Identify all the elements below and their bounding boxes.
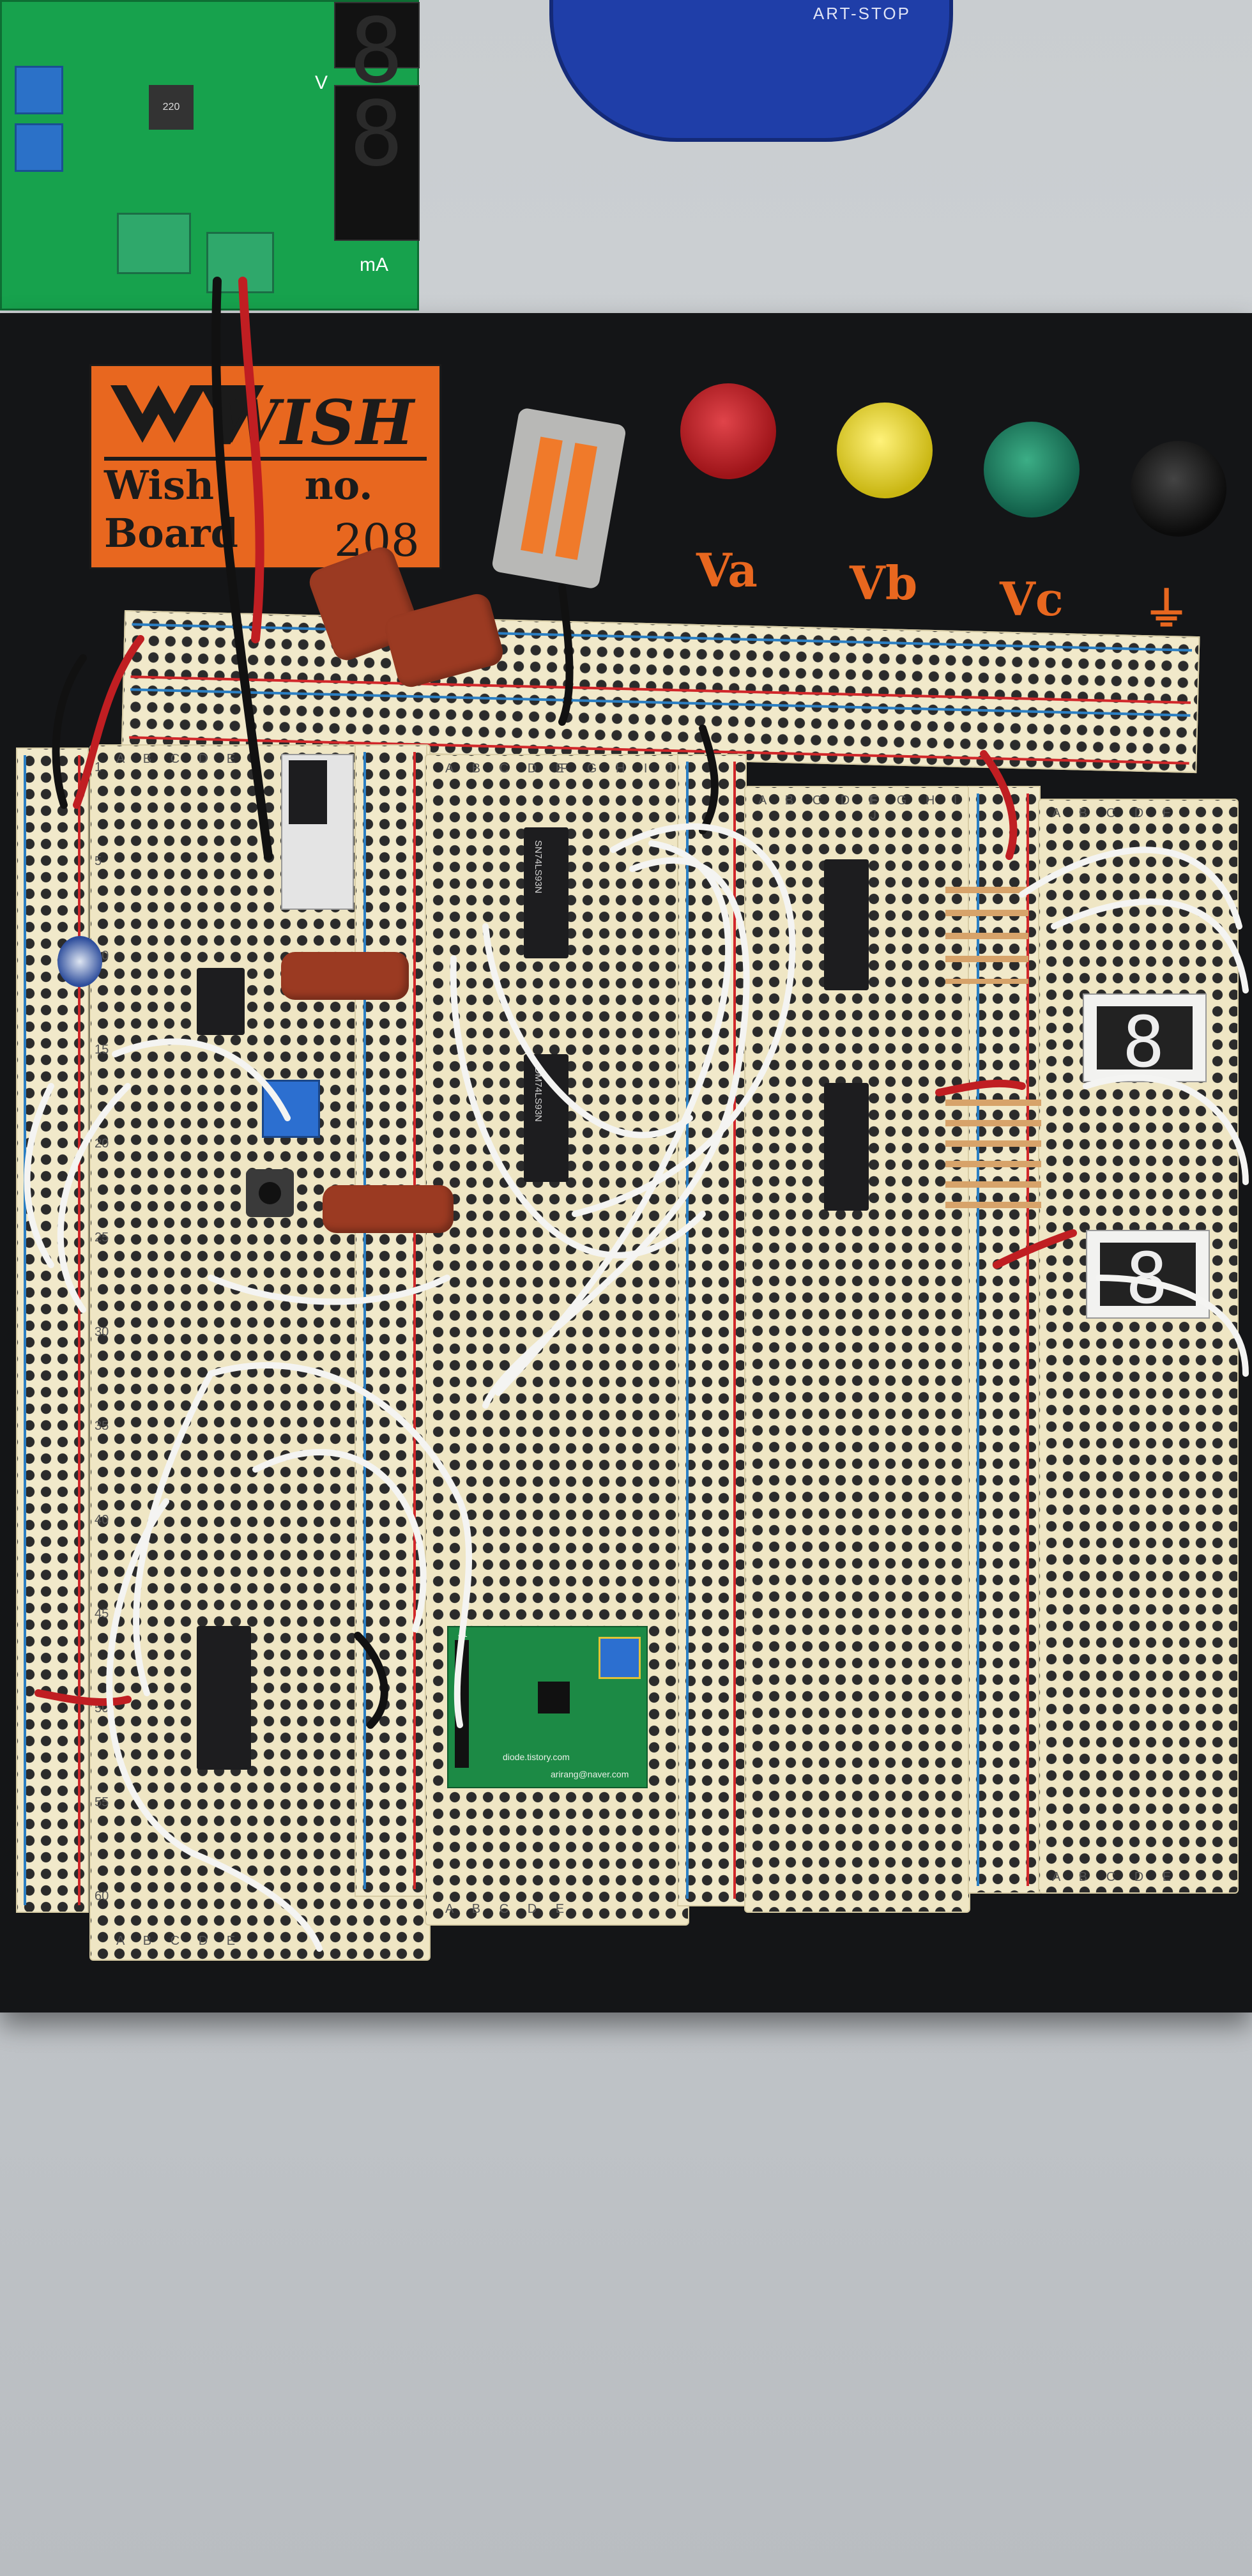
binding-post-va[interactable] — [680, 383, 776, 479]
binding-post-vb[interactable] — [837, 402, 933, 498]
ic-sn74ls93n: SN74LS93N — [524, 827, 569, 958]
inductor-label: 220 — [162, 102, 180, 112]
row-number-column: 1 5 10 15 20 25 30 35 40 45 50 55 60 — [95, 760, 114, 1904]
brand-text: WISH — [210, 387, 415, 459]
rail-line-blue — [363, 752, 366, 1889]
rail-line-blue — [686, 762, 689, 1899]
row-number: 45 — [95, 1607, 109, 1621]
column-labels-bottom: A B C D E — [1052, 1870, 1179, 1884]
film-capacitor — [281, 952, 409, 1000]
potentiometer — [15, 123, 63, 172]
column-labels-right: F G H I J — [870, 793, 965, 822]
seven-segment-display: 8 — [1083, 993, 1207, 1083]
post-label-vc: Vc — [1000, 572, 1064, 626]
resistor-bank — [945, 1089, 1041, 1214]
pcb-text-1: diode.tistory.com — [503, 1752, 570, 1762]
spool-label: ART-STOP — [813, 4, 911, 23]
binding-post-vc[interactable] — [984, 422, 1080, 518]
inductor: 220 — [149, 85, 194, 130]
voltage-regulator — [281, 754, 354, 910]
pcb-trimmer — [599, 1637, 641, 1679]
row-number: 60 — [95, 1889, 109, 1903]
resistor-bank — [945, 875, 1028, 984]
logo-no-text: no. — [304, 462, 373, 509]
terminal-strip-4: A B C D E A B C D E — [1038, 799, 1239, 1894]
rail-line-red — [733, 762, 736, 1899]
row-number: 25 — [95, 1230, 109, 1245]
logo-line-1: Wish no. — [104, 462, 373, 509]
push-button-cap[interactable] — [259, 1182, 281, 1204]
row-number: 15 — [95, 1042, 109, 1057]
wire-spool: ART-STOP — [549, 0, 953, 142]
post-label-va: Va — [696, 543, 758, 597]
row-number: 5 — [95, 854, 102, 869]
unit-v-label: V — [315, 72, 328, 93]
ic-label: SN74LS93N — [533, 840, 544, 894]
pcb-text-2: arirang@naver.com — [551, 1769, 629, 1779]
push-button[interactable] — [246, 1169, 294, 1217]
logo-wish-text: Wish — [104, 462, 215, 509]
current-display: 8 — [334, 82, 420, 241]
ic-chip — [824, 1083, 869, 1211]
pcb-chip — [538, 1682, 570, 1713]
logo-line-2: Board — [104, 510, 238, 556]
unit-ma-label: mA — [360, 254, 388, 275]
electrolytic-capacitor — [57, 936, 102, 987]
brand-band: WISH — [104, 374, 427, 461]
regulator-body — [289, 760, 327, 824]
seven-segment-display: 8 — [1086, 1230, 1210, 1319]
ic-label: DM74LS93N — [533, 1067, 544, 1122]
column-labels-left: A B C D E — [445, 762, 572, 776]
row-number: 20 — [95, 1137, 109, 1151]
rail-line-blue — [977, 793, 979, 1886]
wish-logo-plate: WISH Wish no. Board 208 — [89, 364, 441, 569]
row-number: 40 — [95, 1513, 109, 1527]
ic-chip — [197, 1626, 251, 1770]
column-labels-left: A B C D E — [758, 793, 885, 808]
rail-line-blue — [24, 755, 26, 1905]
column-labels-bottom: A B C D E — [116, 1934, 243, 1948]
binding-post-gnd[interactable] — [1131, 441, 1226, 537]
post-label-vb: Vb — [850, 556, 918, 610]
display-face: 8 — [1097, 1001, 1193, 1083]
row-number: 30 — [95, 1324, 109, 1339]
row-number: 55 — [95, 1795, 109, 1809]
row-number: 1 — [95, 760, 102, 774]
potentiometer — [15, 66, 63, 114]
ic-chip — [197, 968, 245, 1035]
power-rail-3 — [677, 754, 747, 1906]
column-labels-right: F G H I J — [560, 762, 680, 776]
row-number: 35 — [95, 1418, 109, 1433]
power-rail-2 — [355, 744, 427, 1897]
film-capacitor — [323, 1185, 454, 1233]
rail-line-red — [413, 752, 416, 1889]
rail-line-red — [78, 755, 80, 1905]
column-labels-left: A B C D E — [1052, 806, 1179, 820]
ic-chip — [824, 859, 869, 990]
column-labels-bottom: A B C D E — [445, 1902, 572, 1916]
ground-symbol-icon: ⏚ — [1143, 582, 1190, 636]
column-labels-left: A B C D E — [116, 752, 243, 766]
rail-line-red — [1027, 793, 1029, 1886]
adc-module-pcb: J1 diode.tistory.com arirang@naver.com — [447, 1626, 648, 1788]
screw-terminal — [117, 213, 191, 274]
